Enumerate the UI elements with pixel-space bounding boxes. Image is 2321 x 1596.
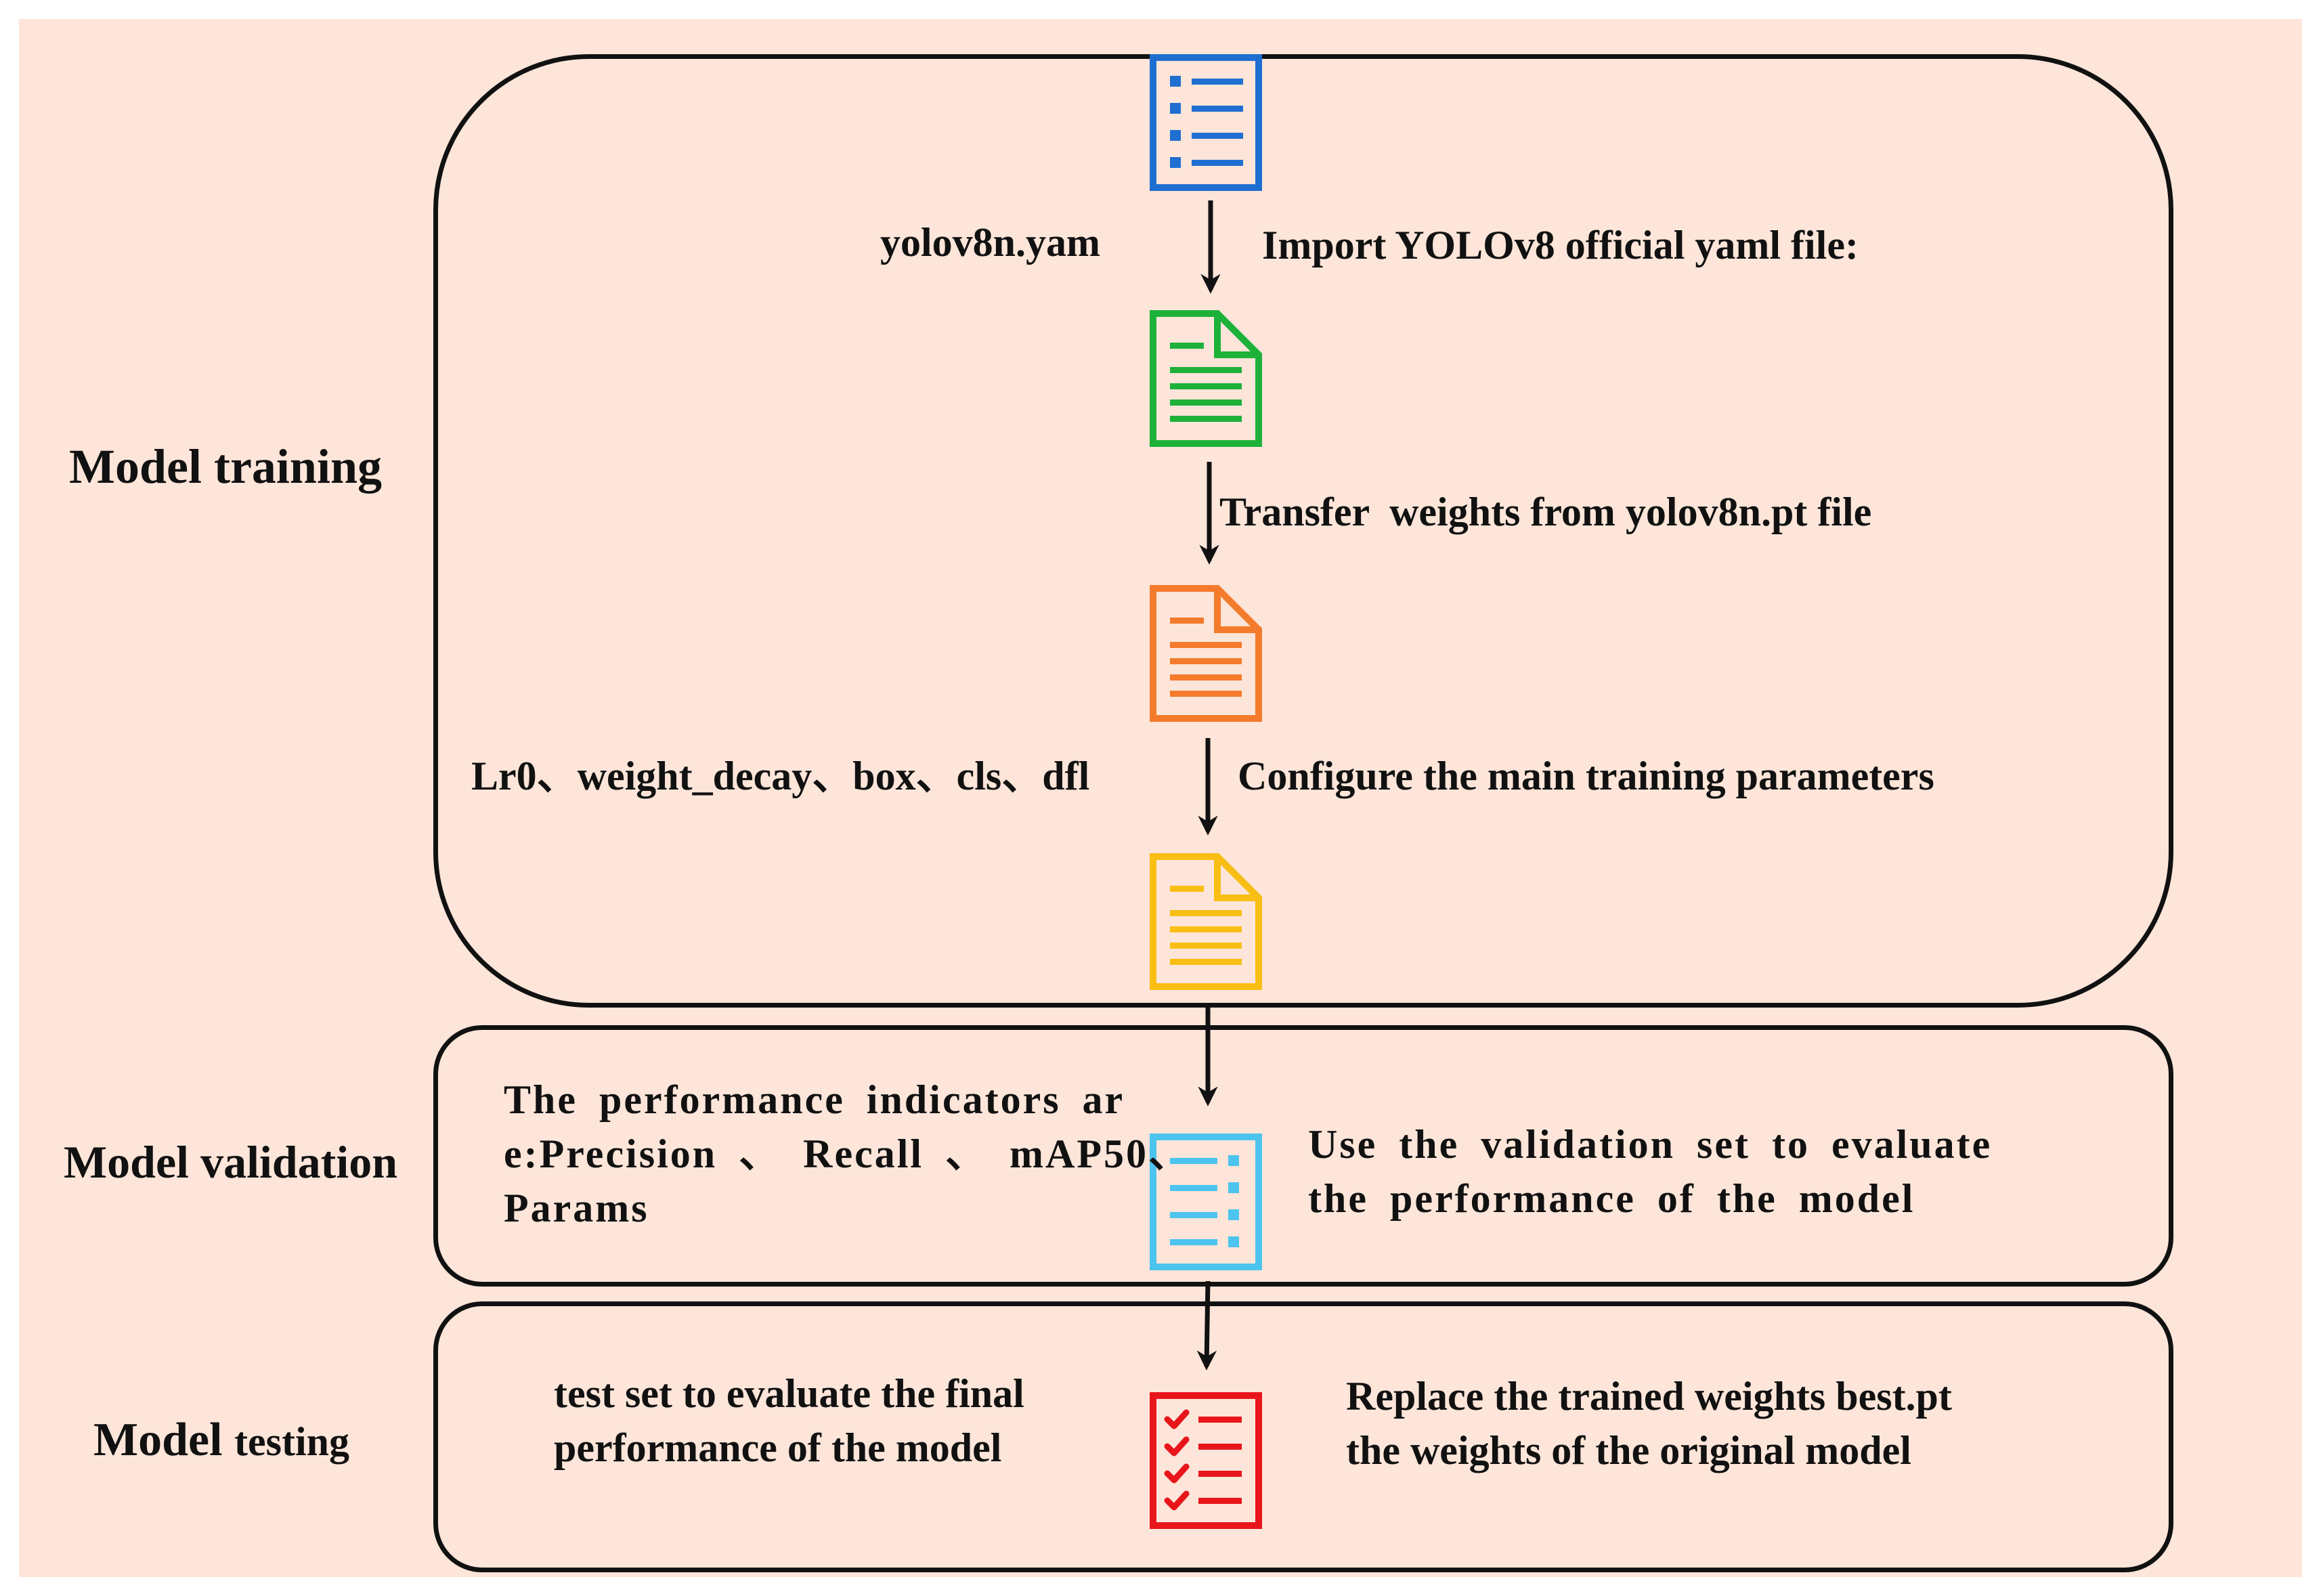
training-params-list-label: Lr0、weight_decay、box、cls、dfl bbox=[471, 754, 1090, 798]
validation-metrics-line-1: The performance indicators ar bbox=[504, 1077, 1125, 1122]
validation-metrics-text: The performance indicators ar e:Precisio… bbox=[504, 1073, 1191, 1235]
document-icon bbox=[1150, 310, 1262, 447]
document-icon bbox=[1150, 853, 1262, 990]
validation-description-line-1: Use the validation set to evaluate bbox=[1308, 1122, 1993, 1167]
stage-label-validation: Model validation bbox=[64, 1136, 398, 1188]
training-panel bbox=[433, 54, 2173, 1008]
arrow-5 bbox=[1196, 1280, 1217, 1371]
stage-label-testing-word1: Model bbox=[93, 1414, 223, 1466]
checklist-icon bbox=[1150, 1392, 1262, 1529]
stage-label-testing-word2: testing bbox=[234, 1419, 350, 1464]
testing-description-left: test set to evaluate the final performan… bbox=[554, 1366, 1024, 1475]
list-icon bbox=[1150, 54, 1262, 191]
list-icon bbox=[1150, 1134, 1262, 1270]
transfer-weights-label: Transfer weights from yolov8n.pt file bbox=[1219, 490, 1872, 534]
configure-params-label: Configure the main training parameters bbox=[1238, 754, 1934, 798]
testing-description-right: Replace the trained weights best.pt the … bbox=[1346, 1369, 1952, 1478]
validation-metrics-line-3: Params bbox=[504, 1186, 649, 1230]
flow-arrows bbox=[1196, 200, 1221, 1371]
testing-right-line-1: Replace the trained weights best.pt bbox=[1346, 1374, 1952, 1419]
validation-description-text: Use the validation set to evaluate the p… bbox=[1308, 1117, 1992, 1226]
testing-panel bbox=[433, 1301, 2173, 1572]
document-icon bbox=[1150, 585, 1262, 722]
testing-left-line-1: test set to evaluate the final bbox=[554, 1371, 1024, 1416]
validation-metrics-line-2: e:Precision 、 Recall 、 mAP50、 bbox=[504, 1131, 1192, 1176]
testing-right-line-2: the weights of the original model bbox=[1346, 1428, 1911, 1473]
diagram-canvas: Model training Model validation Model te… bbox=[19, 19, 2302, 1577]
import-yaml-label: Import YOLOv8 official yaml file: bbox=[1262, 223, 1859, 267]
yaml-filename-label: yolov8n.yam bbox=[880, 220, 1101, 265]
stage-label-testing: Model testing bbox=[93, 1417, 349, 1464]
validation-panel bbox=[433, 1025, 2173, 1287]
testing-left-line-2: performance of the model bbox=[554, 1425, 1002, 1470]
stage-label-training: Model training bbox=[69, 439, 382, 494]
validation-description-line-2: the performance of the model bbox=[1308, 1176, 1915, 1221]
